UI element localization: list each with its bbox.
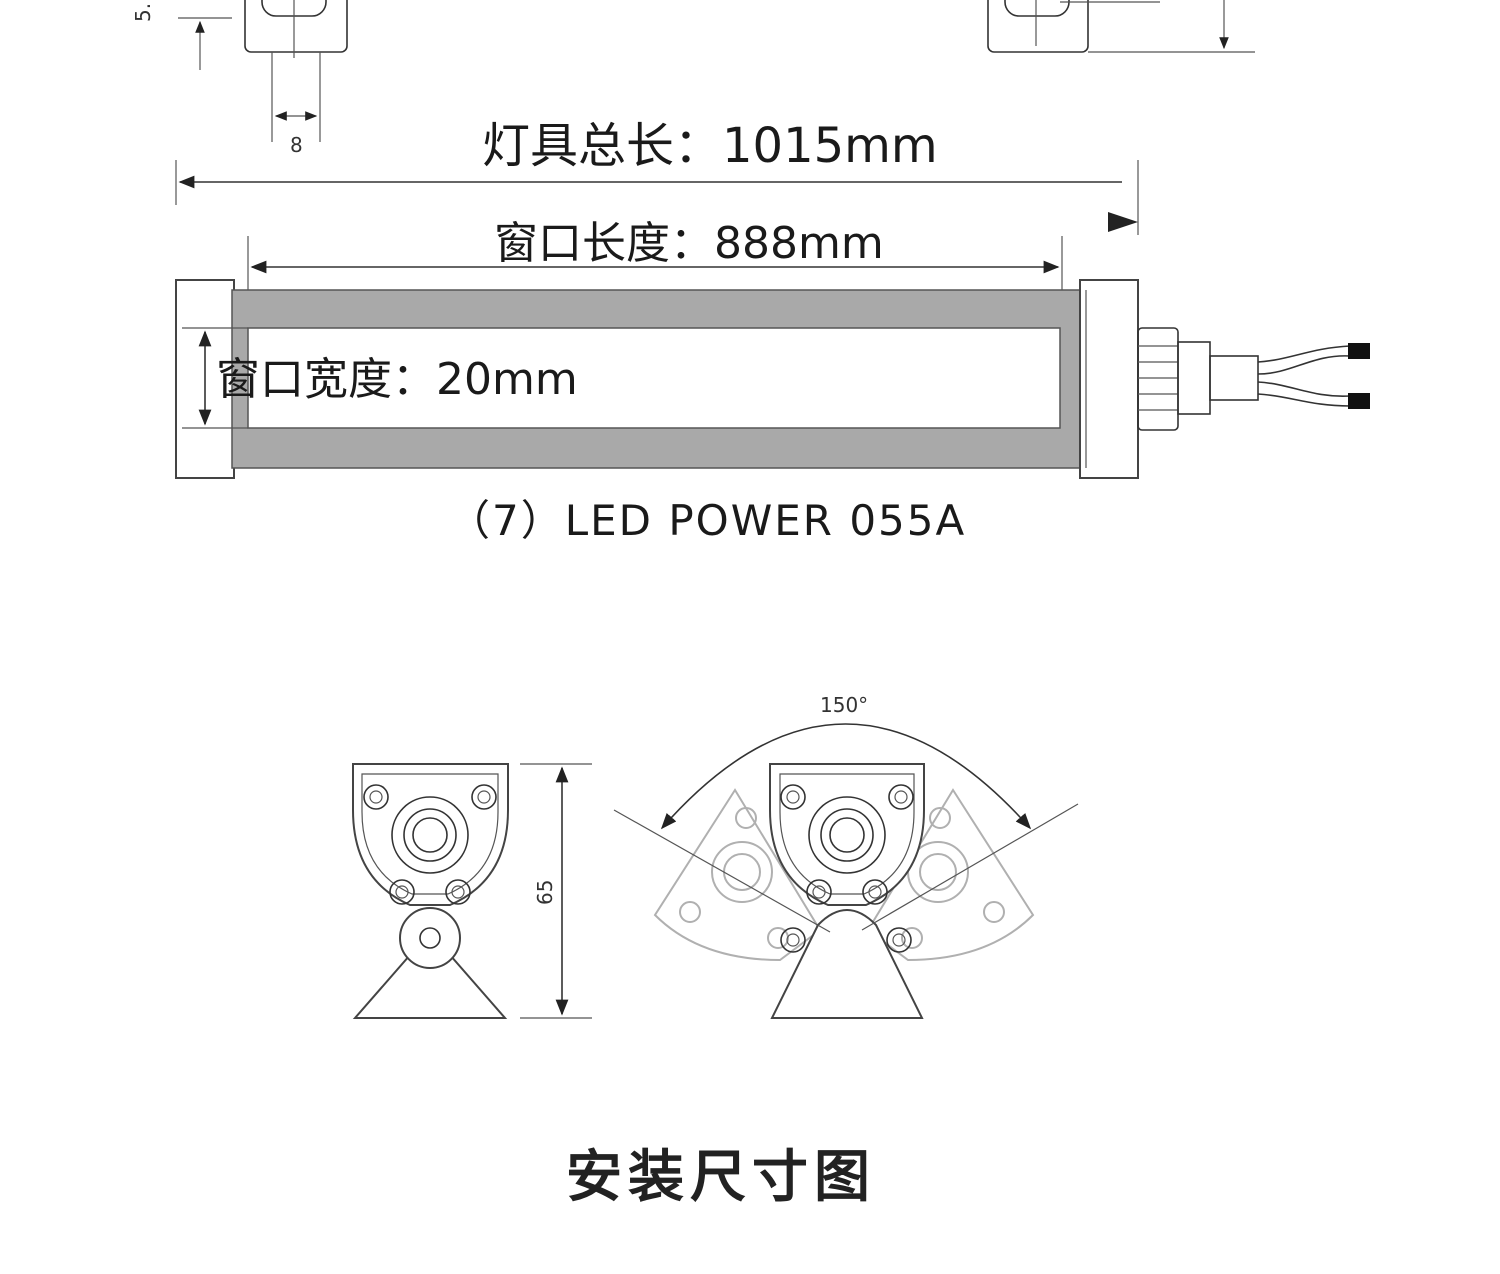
- top-bracket-left: [178, 0, 348, 142]
- end-view-rotatable: [613, 723, 1079, 1019]
- height-label: 65: [533, 880, 557, 905]
- height-dimension: [520, 763, 592, 1019]
- model-label: （7）LED POWER 055A: [448, 496, 966, 545]
- end-view-front: [352, 763, 509, 1019]
- angle-label: 150°: [820, 693, 868, 717]
- window-length-dimension: [247, 236, 1063, 292]
- slot-width-text: 8: [290, 133, 303, 157]
- window-length-label: 窗口长度：888mm: [494, 218, 884, 269]
- lamp-side-view: [175, 279, 1370, 479]
- window-width-dimension: [182, 327, 248, 429]
- window-width-label: 窗口宽度：20mm: [216, 354, 578, 405]
- left-dim-text: 5.: [131, 3, 155, 22]
- total-length-dimension: [175, 160, 1139, 235]
- section-title: 安装尺寸图: [566, 1145, 876, 1210]
- total-length-label: 灯具总长：1015mm: [482, 118, 938, 174]
- top-bracket-right: [987, 0, 1255, 53]
